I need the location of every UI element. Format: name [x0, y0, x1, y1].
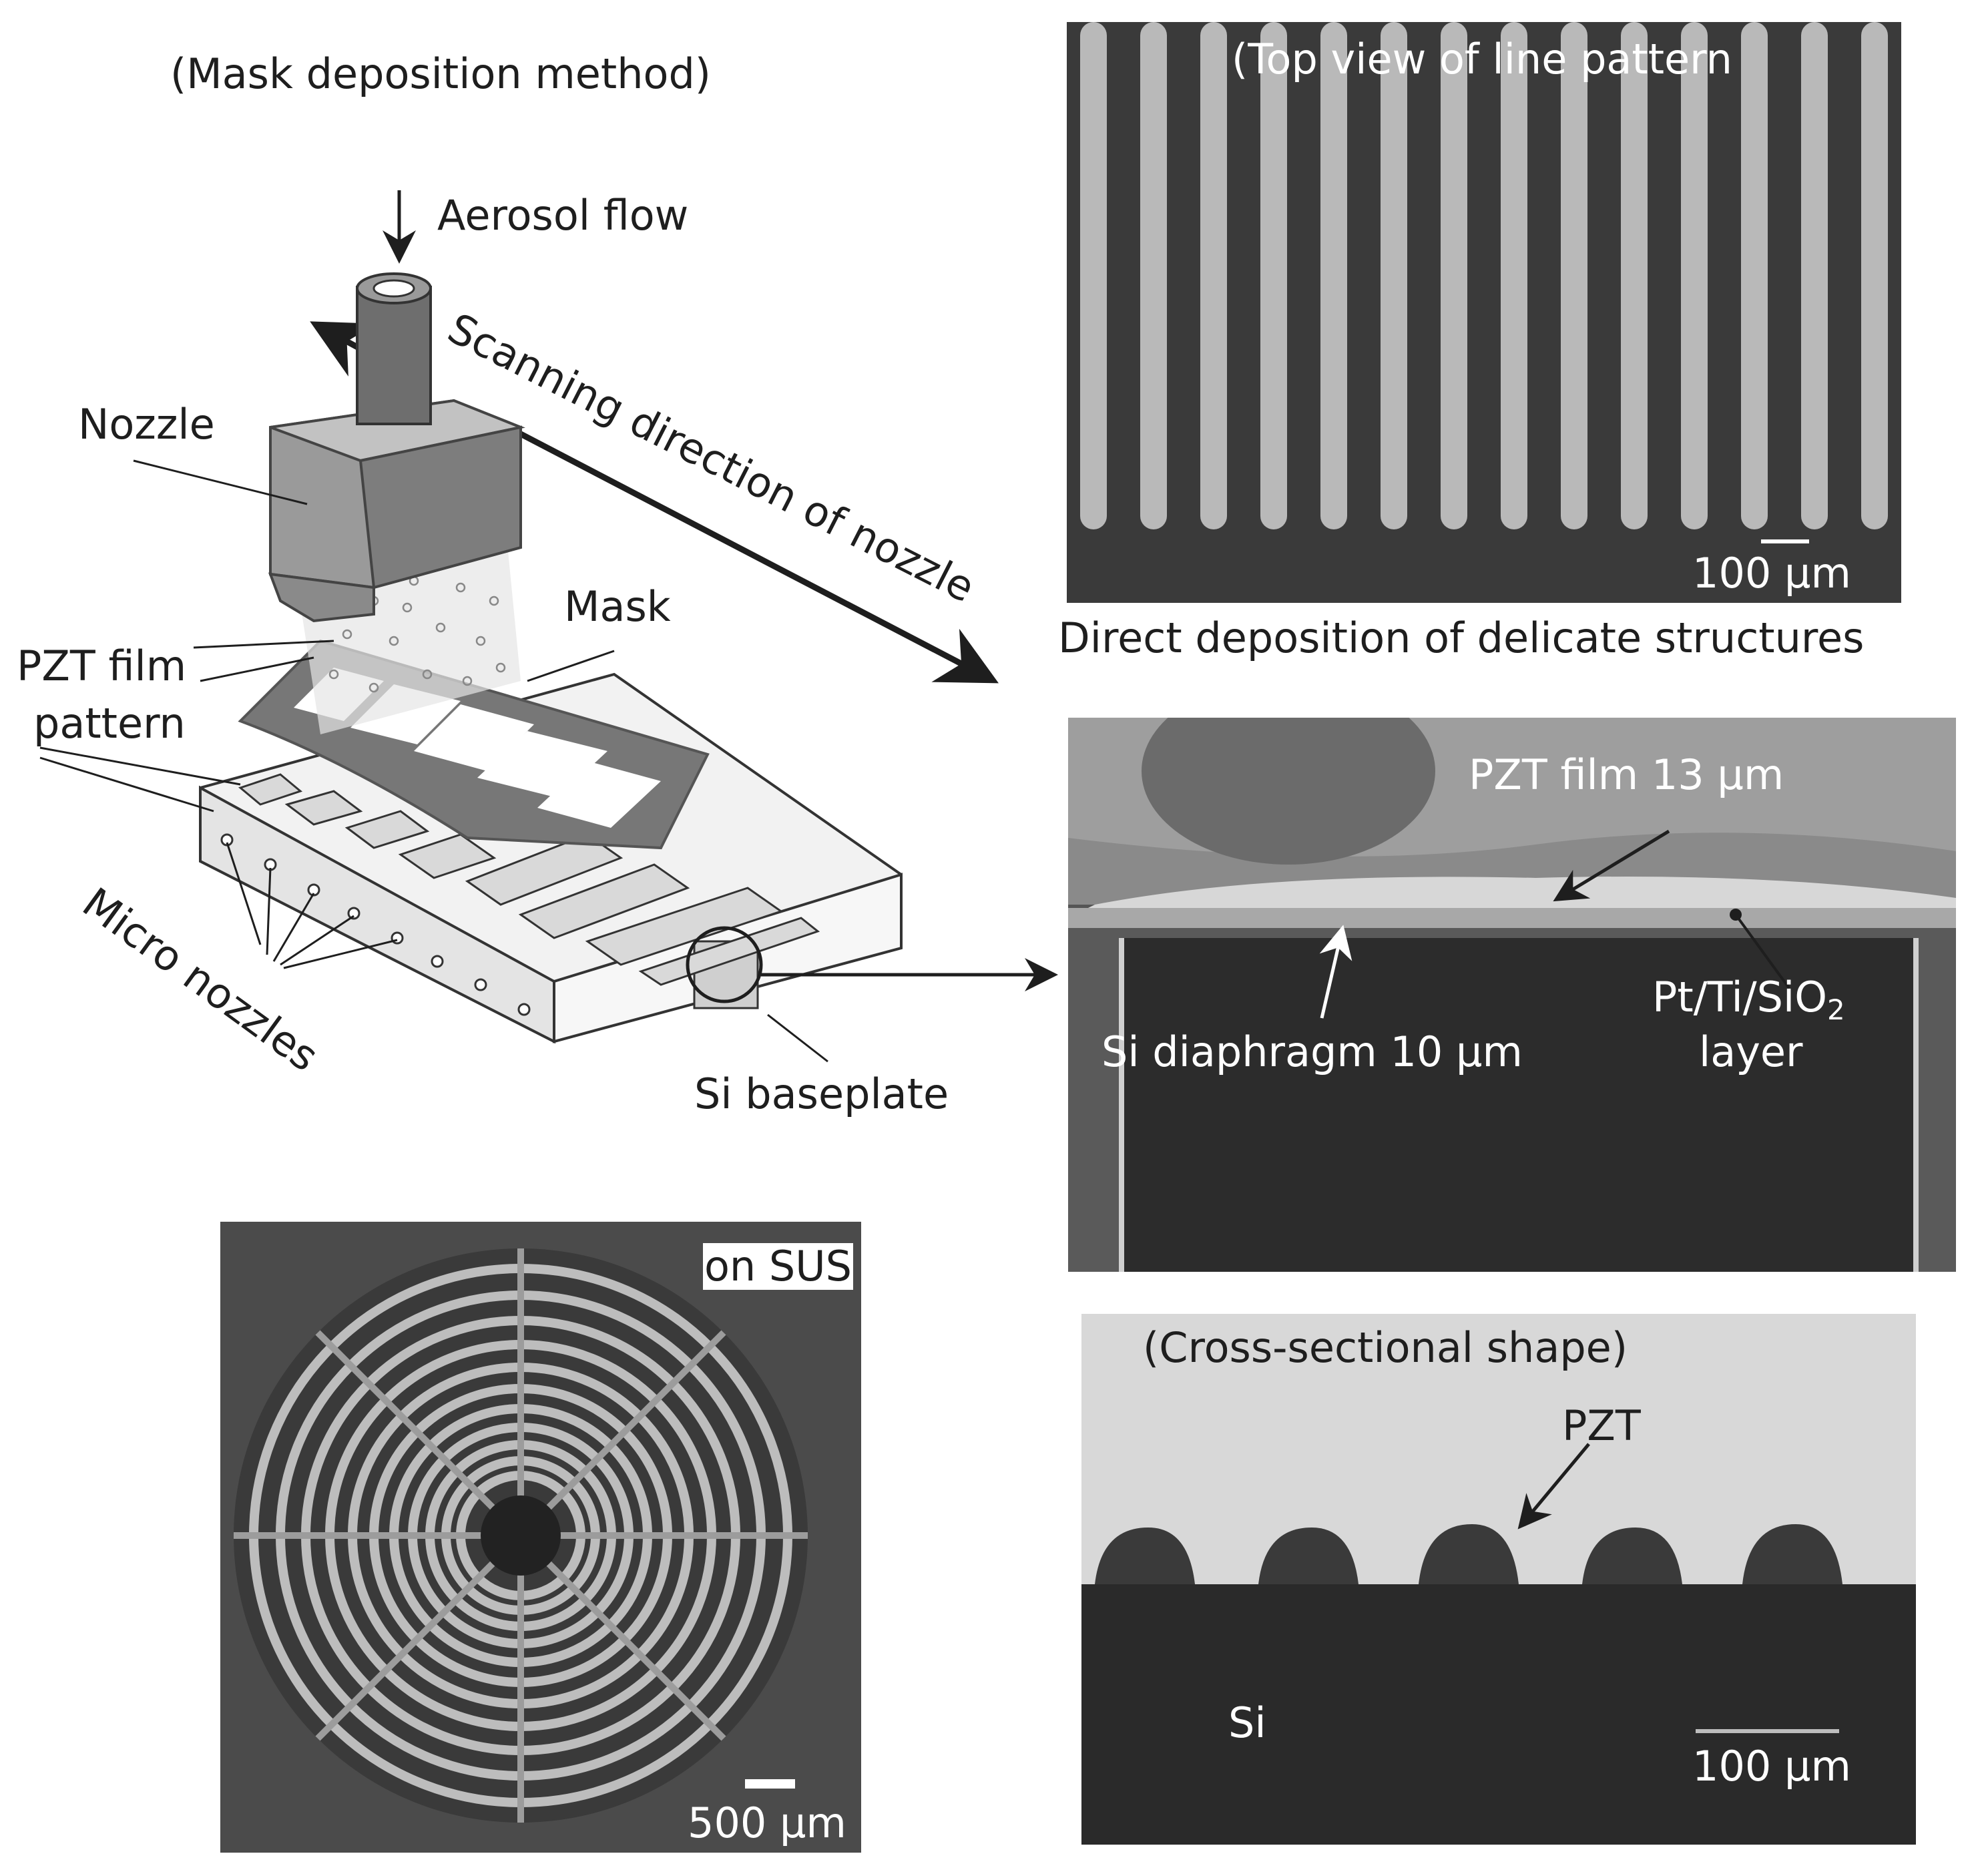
pzt-bumps [1095, 1524, 1842, 1584]
pzt-label: PZT [1562, 1401, 1641, 1450]
detail-circle [686, 926, 763, 1003]
pzt-film-thickness-label: PZT film 13 μm [1469, 750, 1784, 799]
pzt-film-pattern-label-2: pattern [33, 699, 186, 748]
pzt-film-arrow [1553, 829, 1670, 902]
layer-label-subscript: 2 [1827, 993, 1845, 1026]
cross-section-photo [1081, 1314, 1916, 1845]
layer-pointer-line [1734, 913, 1790, 989]
cross-section-title: (Cross-sectional shape) [1143, 1323, 1628, 1372]
pzt-film-pattern-label-1: PZT film [17, 642, 187, 690]
scale-bar [1761, 539, 1809, 543]
leader-lines [39, 459, 828, 1063]
spiral-pattern-photo [220, 1222, 861, 1853]
si-label: Si [1228, 1698, 1266, 1747]
nozzle-label: Nozzle [78, 400, 215, 449]
spiral-scale-bar [745, 1779, 795, 1789]
micro-nozzle-holes [220, 833, 531, 1016]
cross-section-scale-label: 100 μm [1692, 1742, 1851, 1791]
pzt-film-strips [238, 773, 820, 986]
si-diaphragm-label: Si diaphragm 10 μm [1101, 1027, 1523, 1076]
mask-label: Mask [564, 582, 671, 631]
deposited-lines [1080, 22, 1888, 529]
spiral-scale-label: 500 μm [688, 1799, 846, 1847]
direct-deposition-caption: Direct deposition of delicate structures [1058, 614, 1865, 662]
si-baseplate-label: Si baseplate [694, 1070, 949, 1118]
sem-diaphragm-photo [1068, 718, 1956, 1272]
aerosol-flow-label: Aerosol flow [437, 191, 689, 240]
nozzle-body [268, 272, 525, 623]
top-view-scale-label: 100 μm [1692, 549, 1851, 598]
layer-label-text: Pt/Ti/SiO [1652, 973, 1828, 1021]
method-title: (Mask deposition method) [170, 49, 711, 98]
top-view-photo [1067, 22, 1901, 603]
top-view-title: (Top view of line pattern [1232, 35, 1732, 83]
layer-label-2: layer [1699, 1027, 1803, 1076]
on-sus-label: on SUS [703, 1242, 854, 1291]
cross-section-scale-bar [1696, 1729, 1839, 1733]
si-diaphragm-arrow [1319, 925, 1352, 1019]
layer-label-1: Pt/Ti/SiO2 [1652, 977, 1845, 1024]
pzt-arrow [1517, 1443, 1590, 1530]
